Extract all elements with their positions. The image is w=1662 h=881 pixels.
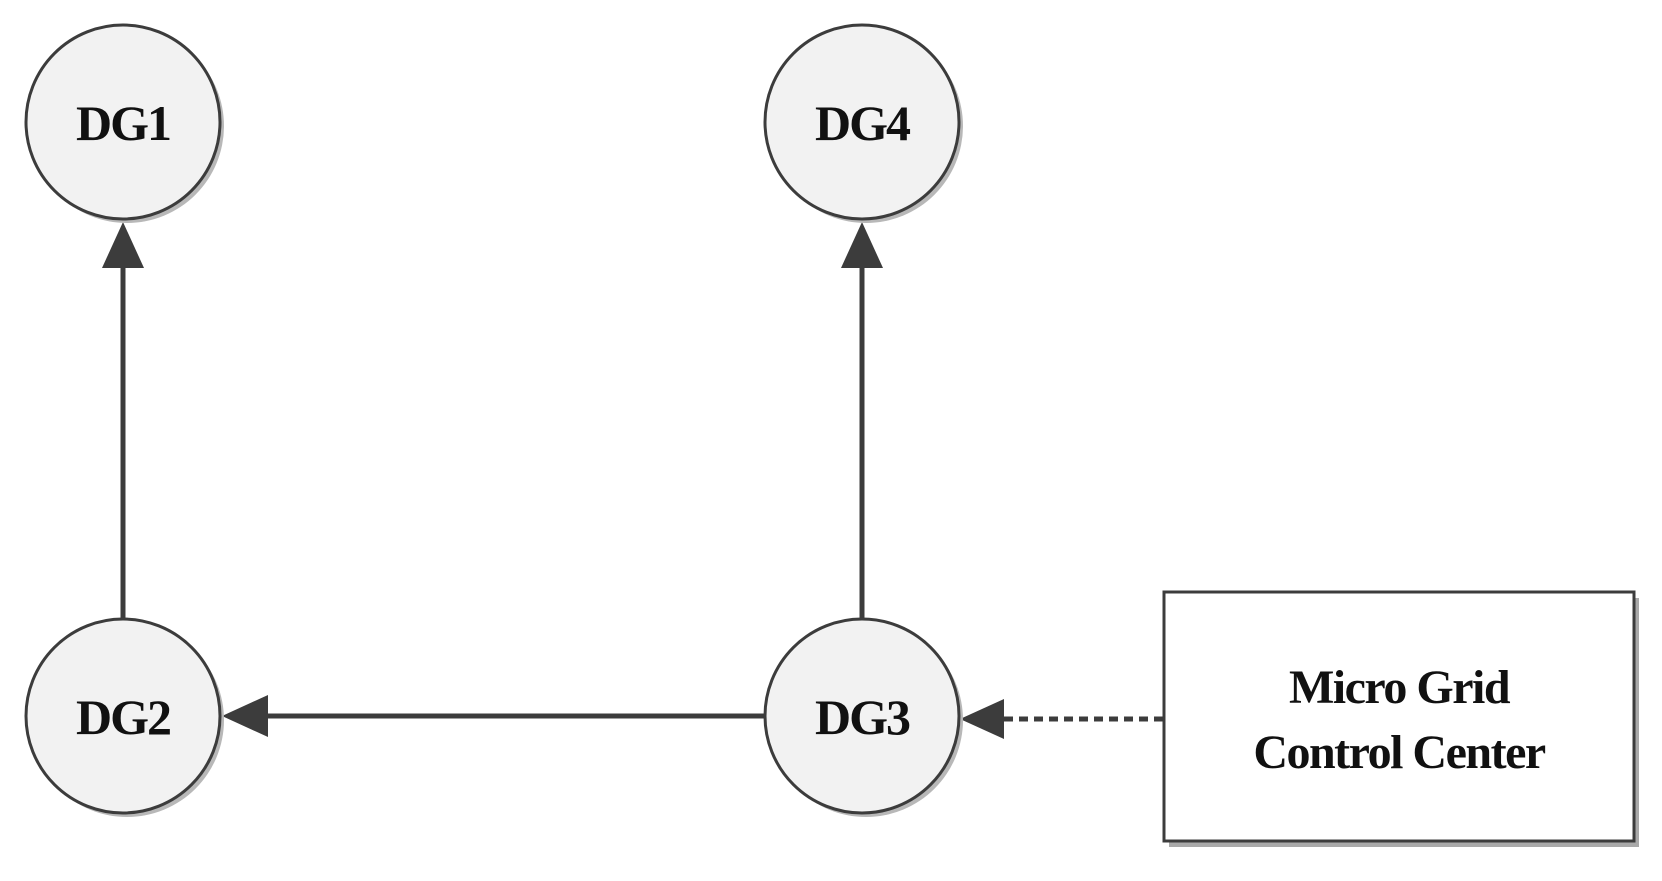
control-center-label-line2: Control Center [1253,726,1546,779]
arrowhead-left-icon [960,699,1004,739]
node-dg4: DG4 [763,23,963,223]
node-dg2: DG2 [24,617,224,817]
node-dg1: DG1 [24,23,224,223]
arrowhead-left-icon [222,695,268,737]
control-center-box: Micro Grid Control Center [1162,590,1639,847]
node-dg2-label: DG2 [76,689,170,745]
edge-dg3-to-dg2 [222,695,765,737]
edge-dg3-to-dg4 [841,222,883,618]
node-dg3: DG3 [763,617,963,817]
node-dg3-label: DG3 [815,689,910,745]
arrowhead-up-icon [102,222,144,268]
node-dg1-label: DG1 [76,95,170,151]
arrowhead-up-icon [841,222,883,268]
edge-dg2-to-dg1 [102,222,144,618]
edge-control-center-to-dg3 [960,699,1163,739]
node-dg4-label: DG4 [815,95,911,151]
control-center-label-line1: Micro Grid [1289,661,1511,714]
